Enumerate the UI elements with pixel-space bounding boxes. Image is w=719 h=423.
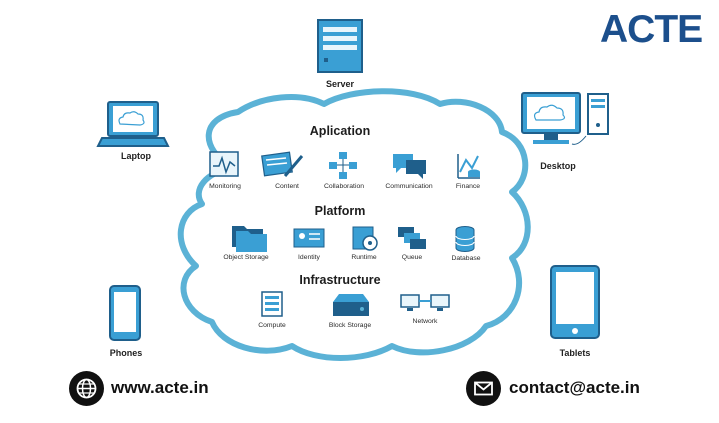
- database-icon: [455, 226, 475, 252]
- desktop-icon: [521, 92, 609, 145]
- tablets-label: Tablets: [559, 348, 591, 358]
- service-communication: Communication: [385, 183, 433, 190]
- server-icon: [317, 19, 363, 73]
- service-network: Network: [412, 318, 438, 325]
- service-runtime: Runtime: [351, 254, 377, 261]
- server-label: Server: [325, 79, 355, 89]
- phones-label: Phones: [109, 348, 143, 358]
- network-icon: [400, 294, 450, 311]
- application-title: Aplication: [309, 124, 371, 138]
- tablet-icon: [550, 265, 600, 339]
- service-identity: Identity: [298, 254, 320, 261]
- identity-icon: [293, 228, 325, 248]
- service-collaboration: Collaboration: [323, 183, 365, 190]
- queue-icon: [398, 227, 426, 249]
- content-icon: [261, 151, 304, 177]
- service-block-storage: Block Storage: [328, 322, 372, 329]
- envelope-icon: [474, 381, 493, 396]
- phone-icon: [109, 285, 141, 341]
- service-database: Database: [451, 255, 481, 262]
- infrastructure-title: Infrastructure: [299, 273, 381, 287]
- website-icon-badge: [69, 371, 104, 406]
- service-compute: Compute: [258, 322, 286, 329]
- communication-icon: [393, 154, 426, 179]
- service-monitoring: Monitoring: [209, 183, 241, 190]
- email-icon-badge: [466, 371, 501, 406]
- desktop-label: Desktop: [540, 161, 576, 171]
- platform-title: Platform: [314, 204, 366, 218]
- laptop-label: Laptop: [121, 151, 151, 161]
- object-storage-icon: [232, 226, 267, 252]
- service-finance: Finance: [455, 183, 481, 190]
- service-object-storage: Object Storage: [223, 254, 269, 261]
- monitoring-icon: [209, 151, 239, 177]
- website-link[interactable]: www.acte.in: [111, 378, 209, 397]
- acte-logo: ACTE: [600, 8, 703, 51]
- service-content: Content: [275, 183, 299, 190]
- compute-icon: [261, 291, 283, 317]
- collaboration-icon: [329, 152, 357, 179]
- service-queue: Queue: [401, 254, 423, 261]
- laptop-icon: [96, 101, 170, 147]
- finance-icon: [457, 154, 480, 179]
- block-storage-icon: [333, 294, 369, 316]
- runtime-icon: [352, 226, 378, 251]
- email-link[interactable]: contact@acte.in: [509, 378, 640, 397]
- globe-icon: [76, 378, 97, 399]
